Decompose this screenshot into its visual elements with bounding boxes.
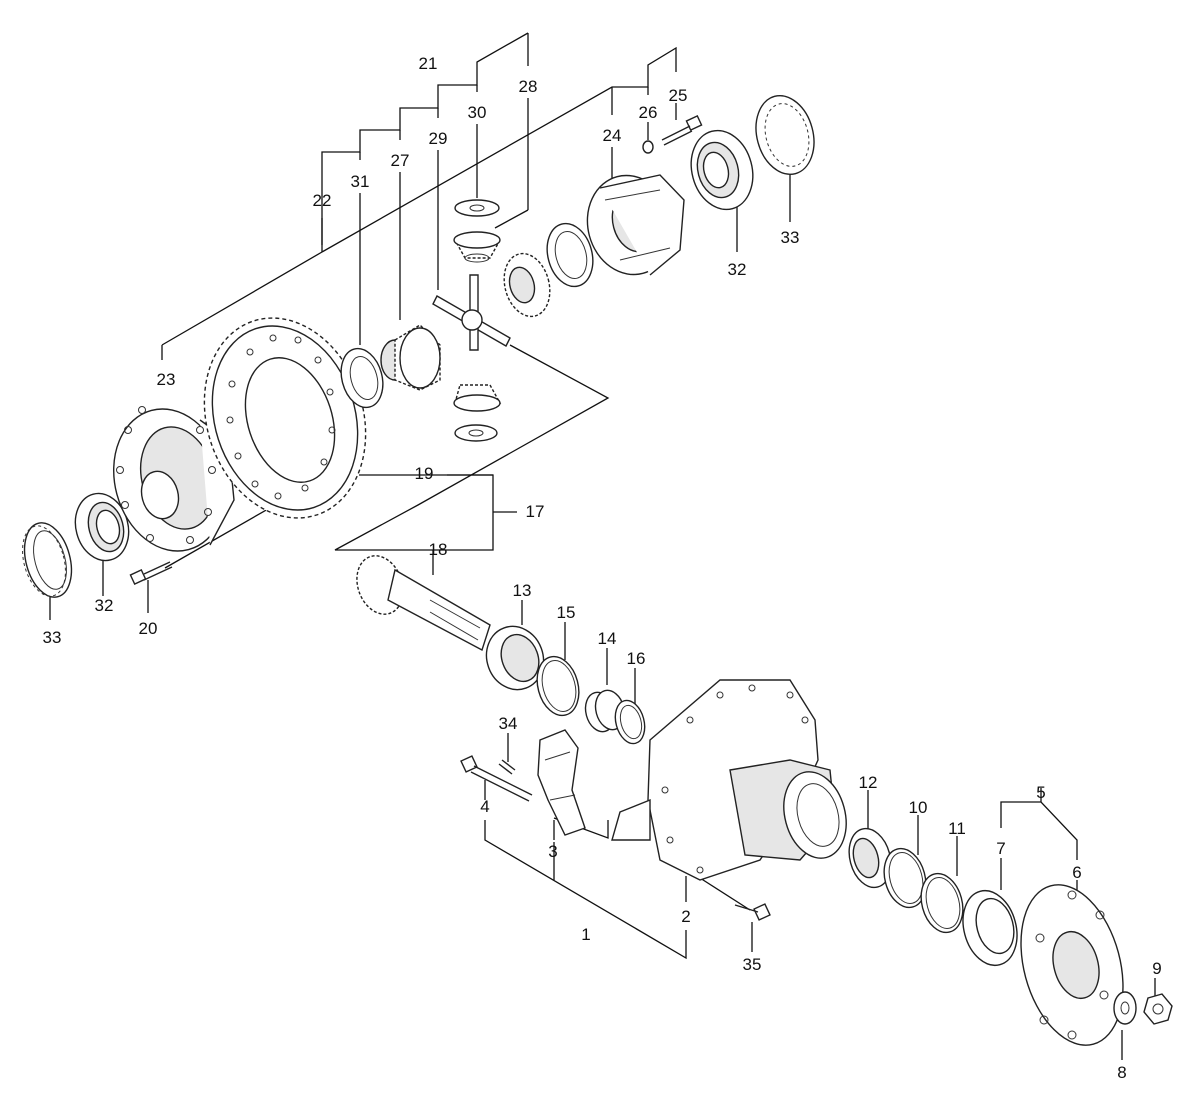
dowel-pin-34 xyxy=(498,759,516,775)
callout-9: 9 xyxy=(1152,959,1161,978)
callout-16: 16 xyxy=(627,649,646,668)
callout-30: 30 xyxy=(468,103,487,122)
washer-26 xyxy=(642,140,654,154)
callout-31: 31 xyxy=(351,172,370,191)
bolt-35 xyxy=(734,903,771,921)
snap-ring-15 xyxy=(536,655,580,717)
differential-case xyxy=(113,406,235,552)
pinion-gear-28 xyxy=(453,231,502,263)
callout-27: 27 xyxy=(391,151,410,170)
bolt-20 xyxy=(129,561,173,585)
callout-6: 6 xyxy=(1072,863,1081,882)
pinion-gear-lower xyxy=(453,384,502,412)
callout-13: 13 xyxy=(513,581,532,600)
leader-lines xyxy=(49,32,1156,1060)
callout-8: 8 xyxy=(1117,1063,1126,1082)
shim-ring-10 xyxy=(883,847,927,909)
callout-23: 23 xyxy=(157,370,176,389)
washer-8 xyxy=(1113,991,1137,1025)
callout-3: 3 xyxy=(548,842,557,861)
callout-10: 10 xyxy=(909,798,928,817)
callout-1: 1 xyxy=(581,925,590,944)
thrust-washer-right xyxy=(546,222,594,288)
callout-25: 25 xyxy=(669,86,688,105)
shim-ring-11 xyxy=(920,872,964,934)
callout-33-left: 33 xyxy=(43,628,62,647)
callout-2: 2 xyxy=(681,907,690,926)
callout-22: 22 xyxy=(313,191,332,210)
side-gear-27 xyxy=(380,324,441,391)
bearing-right xyxy=(690,129,754,211)
callout-19: 19 xyxy=(415,464,434,483)
pinion-washer-30 xyxy=(454,199,500,217)
companion-flange-6 xyxy=(1020,884,1124,1046)
callout-32-right: 32 xyxy=(728,260,747,279)
callout-12: 12 xyxy=(859,773,878,792)
callout-34: 34 xyxy=(499,714,518,733)
bolt-4 xyxy=(460,755,533,802)
callout-14: 14 xyxy=(598,629,617,648)
case-half-24 xyxy=(586,174,685,276)
bolt-25 xyxy=(661,115,703,146)
callout-7: 7 xyxy=(996,839,1005,858)
adjusting-ring-right xyxy=(755,94,815,176)
callout-20: 20 xyxy=(139,619,158,638)
callout-29: 29 xyxy=(429,129,448,148)
side-gear-right xyxy=(503,252,551,318)
bearing-12 xyxy=(848,827,892,889)
pinion-washer-lower xyxy=(454,424,498,442)
adjusting-ring-left xyxy=(22,522,73,598)
callout-labels: 21 30 28 26 25 29 24 27 31 22 33 32 23 1… xyxy=(43,54,1162,1082)
callout-28: 28 xyxy=(519,77,538,96)
callout-32-left: 32 xyxy=(95,596,114,615)
ring-gear xyxy=(203,317,367,519)
carrier-housing-2 xyxy=(611,679,847,881)
callout-5: 5 xyxy=(1036,783,1045,802)
bearing-left xyxy=(74,492,130,562)
pinion-bearing-13 xyxy=(485,625,545,691)
bearing-cap-3 xyxy=(537,729,586,836)
callout-26: 26 xyxy=(639,103,658,122)
callout-18: 18 xyxy=(429,540,448,559)
spider-cross-29 xyxy=(432,274,511,351)
callout-17: 17 xyxy=(526,502,545,521)
callout-35: 35 xyxy=(743,955,762,974)
snap-ring-16 xyxy=(614,699,646,745)
thrust-washer-31 xyxy=(340,347,384,409)
callout-33-right: 33 xyxy=(781,228,800,247)
flange-nut-9 xyxy=(1143,993,1173,1025)
drive-pinion-18 xyxy=(356,555,491,652)
callout-11: 11 xyxy=(948,819,966,838)
callout-21: 21 xyxy=(419,54,438,73)
callout-24: 24 xyxy=(603,126,622,145)
callout-15: 15 xyxy=(557,603,576,622)
oil-seal-7 xyxy=(962,889,1018,967)
callout-4: 4 xyxy=(480,797,489,816)
